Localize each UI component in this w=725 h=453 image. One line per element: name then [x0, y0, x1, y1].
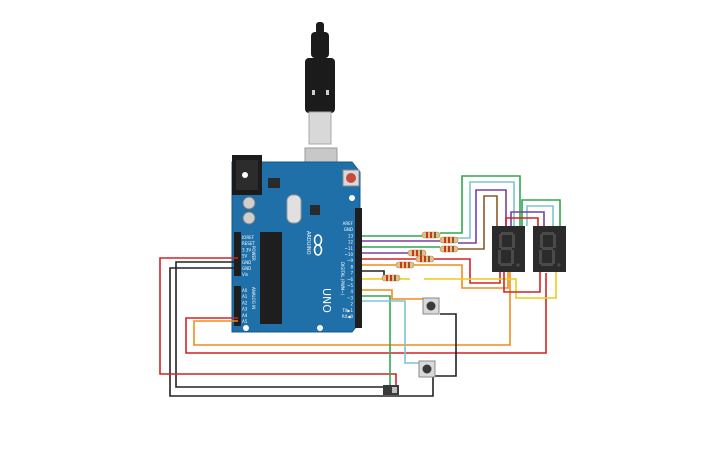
wire-red-bottom2 [503, 272, 541, 293]
analog-pin-label-4: A4 [242, 313, 248, 318]
small-chip [310, 205, 320, 215]
wire-red-display [185, 273, 547, 354]
power-pin-label-2: 3.3V [242, 247, 251, 252]
analog-pin-label-5: A5 [242, 319, 248, 324]
crystal [286, 194, 302, 224]
digital-pin-label-8: 7 [350, 271, 353, 276]
digital-header [355, 208, 362, 328]
digital-pin-label-4: ~11 [345, 246, 354, 251]
model-label: UNO [320, 288, 333, 313]
analog-header-strip [234, 286, 241, 326]
mount-hole-3 [243, 325, 249, 331]
digital-pin-label-2: 13 [348, 233, 354, 238]
digital-pin-label-15: RX◀0 [342, 314, 354, 319]
push-button-1[interactable] [422, 297, 440, 315]
push-button-2[interactable] [418, 360, 436, 378]
digital-pin-label-0: AREF [343, 221, 354, 226]
resistor-2 [439, 236, 459, 244]
digital-pin-label-12: ~3 [347, 295, 353, 300]
resistor-7 [381, 274, 401, 282]
resistor-3 [439, 245, 459, 253]
seven-segment-2 [533, 226, 566, 272]
slide-switch[interactable] [383, 385, 399, 395]
analog-pin-label-0: A0 [242, 288, 248, 293]
analog-header-label: ANALOG IN [251, 287, 256, 309]
seven-segment-1 [492, 226, 525, 272]
digital-pin-label-6: ~9 [347, 258, 353, 263]
capacitor-1 [242, 196, 256, 210]
wire-orange-analog [193, 270, 511, 346]
mount-hole-2 [349, 195, 355, 201]
resistors [381, 231, 459, 282]
wire-green-top [440, 175, 521, 234]
analog-pin-label-3: A3 [242, 307, 248, 312]
power-header-label: POWER [251, 246, 256, 261]
resistor-6 [395, 261, 415, 269]
wire-black-button [433, 313, 457, 377]
resistor-4 [407, 249, 427, 257]
power-pin-label-1: RESET [242, 241, 255, 246]
digital-pin-label-1: GND [344, 227, 353, 232]
wire-black-gnd [175, 261, 392, 388]
wire-black-outer [169, 267, 434, 397]
wire-teal-button [362, 300, 420, 364]
digital-pin-label-11: 4 [350, 289, 353, 294]
digital-header-label: DIGITAL (PWM~) [340, 262, 345, 296]
digital-pin-label-3: 12 [348, 240, 354, 245]
digital-pin-label-7: 8 [350, 264, 353, 269]
wire-orange-button [362, 289, 423, 300]
wire-red-disp2 [505, 217, 539, 226]
wire-teal-top [456, 181, 515, 239]
power-pin-label-3: 5V [242, 254, 248, 259]
capacitor-2 [242, 211, 256, 225]
digital-pin-label-10: ~5 [347, 283, 353, 288]
mount-hole-1 [242, 172, 248, 178]
wire-brown-top [456, 195, 498, 250]
wire-red-5v [159, 257, 397, 388]
wire-yellow-bottom [424, 272, 557, 299]
analog-pin-label-1: A1 [242, 294, 248, 299]
brand-label: ARDUINO [305, 231, 311, 255]
wire-purple-disp2 [510, 211, 545, 226]
power-pin-label-5: GND [242, 266, 251, 271]
digital-pin-label-5: ~10 [345, 252, 354, 257]
power-pin-label-4: GND [242, 260, 251, 265]
reset-button-cap [346, 173, 356, 183]
wires [159, 175, 561, 397]
wire-orange-bottom [410, 264, 509, 289]
regulator [268, 178, 280, 188]
power-header-strip [234, 232, 241, 276]
wire-teal-disp2 [526, 205, 554, 226]
resistor-5 [415, 255, 435, 263]
wire-black-7 [362, 270, 385, 278]
digital-pin-label-13: 2 [350, 302, 353, 307]
atmega-chip [260, 232, 282, 324]
analog-pin-label-2: A2 [242, 300, 248, 305]
mount-hole-4 [317, 325, 323, 331]
wire-green-disp2 [521, 199, 561, 226]
power-pin-label-0: IOREF [242, 235, 255, 240]
power-pin-label-6: Vin [242, 272, 249, 277]
arduino-board[interactable]: ARDUINO UNO DIGITAL (PWM~) ANALOG IN POW… [231, 155, 362, 333]
arduino-logo: ARDUINO [305, 231, 323, 256]
wire-green-switch [362, 295, 391, 387]
resistor-1 [421, 231, 441, 239]
wire-purple-top [458, 189, 507, 244]
digital-pin-label-14: TX▶1 [341, 308, 353, 313]
digital-pin-label-9: ~6 [347, 277, 353, 282]
